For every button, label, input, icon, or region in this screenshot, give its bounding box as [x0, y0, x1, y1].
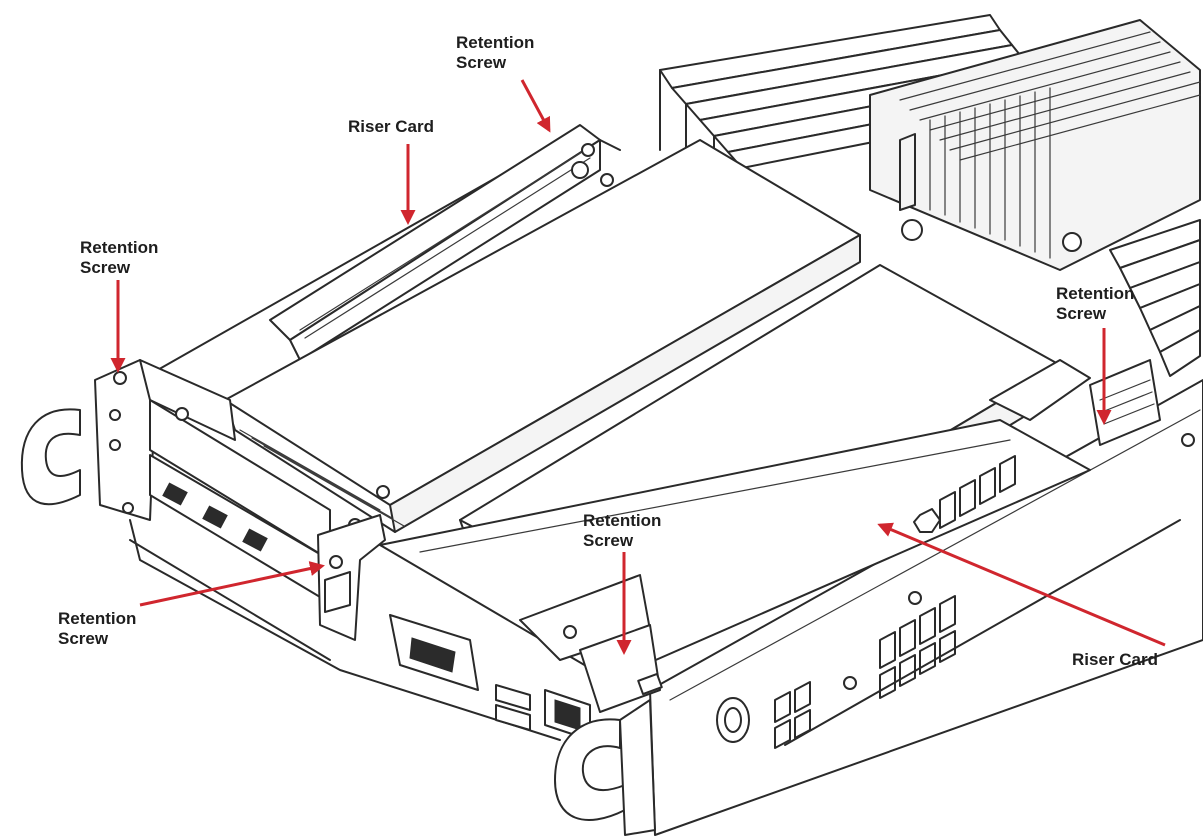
label-retention-screw-bottom-left: Retention Screw	[58, 609, 141, 648]
label-retention-screw-bottom-center: Retention Screw	[583, 511, 666, 550]
label-retention-screw-top-center: Retention Screw	[456, 33, 539, 72]
center-bracket	[317, 514, 663, 713]
left-riser-card	[269, 124, 614, 361]
rear-left-bracket	[20, 359, 390, 601]
cpu-heatsink	[869, 19, 1201, 271]
callout-arrows	[110, 79, 1166, 655]
label-riser-card-right: Riser Card	[1072, 650, 1158, 669]
label-retention-screw-left: Retention Screw	[80, 238, 163, 277]
upper-expansion-card	[224, 139, 861, 533]
arrow-riser-card-right	[877, 522, 1166, 647]
callout-labels: Retention Screw Riser Card Retention Scr…	[58, 33, 1158, 669]
label-riser-card-top: Riser Card	[348, 117, 434, 136]
label-retention-screw-right: Retention Screw	[1056, 284, 1139, 323]
rear-right-handle	[554, 699, 656, 836]
arrow-retention-screw-bottom-left	[139, 561, 325, 607]
arrow-retention-screw-top-center	[520, 79, 551, 133]
